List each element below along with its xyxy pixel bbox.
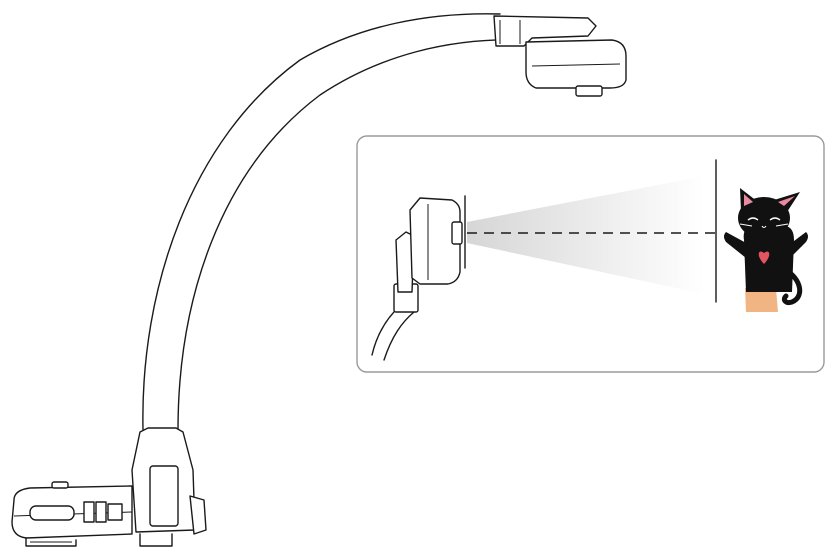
- gooseneck-arm-icon: [142, 13, 521, 431]
- inset-camera-head-icon: [393, 195, 466, 313]
- document-camera-icon: [11, 427, 207, 547]
- inset-panel: [356, 135, 825, 373]
- camera-head-icon: [493, 15, 627, 97]
- light-beam-icon: [467, 176, 704, 294]
- cat-puppet-icon: [724, 188, 808, 312]
- camera-lens-icon: [451, 221, 463, 245]
- hand-icon: [745, 288, 778, 312]
